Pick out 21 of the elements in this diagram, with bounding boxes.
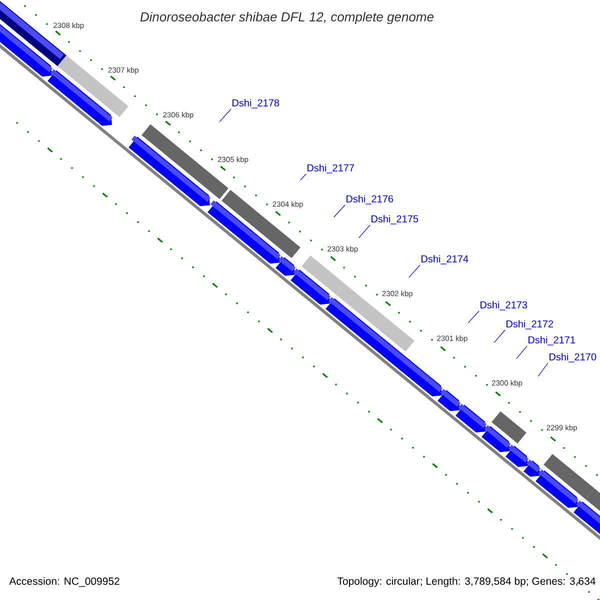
leader-line	[538, 362, 548, 377]
leader-line	[300, 174, 306, 180]
genome-summary: Topology: circular; Length: 3,789,584 bp; Genes: 3,634	[337, 577, 596, 587]
gene-label: Dshi_2178	[232, 99, 280, 108]
leader-line	[358, 224, 370, 238]
accession-label: Accession: NC_009952	[9, 577, 120, 587]
leader-line	[408, 264, 420, 278]
gene-label: Dshi_2175	[372, 215, 418, 224]
gene-label: Dshi_2171	[528, 336, 576, 346]
leader-line	[334, 204, 346, 218]
gene-label: Dshi_2170	[550, 353, 596, 362]
gene-label: Dshi_2172	[506, 320, 553, 330]
gene-label: Dshi_2173	[480, 301, 528, 310]
leader-line	[516, 346, 528, 359]
leader-line	[494, 330, 506, 343]
title: Dinoroseobacter shibae DFL 12, complete genome	[140, 12, 434, 24]
gene-label: Dshi_2176	[346, 195, 394, 204]
gene-label: Dshi_2177	[308, 164, 354, 174]
gene-label: Dshi_2174	[422, 255, 468, 264]
leader-line	[468, 310, 480, 324]
leader-line	[219, 108, 232, 122]
